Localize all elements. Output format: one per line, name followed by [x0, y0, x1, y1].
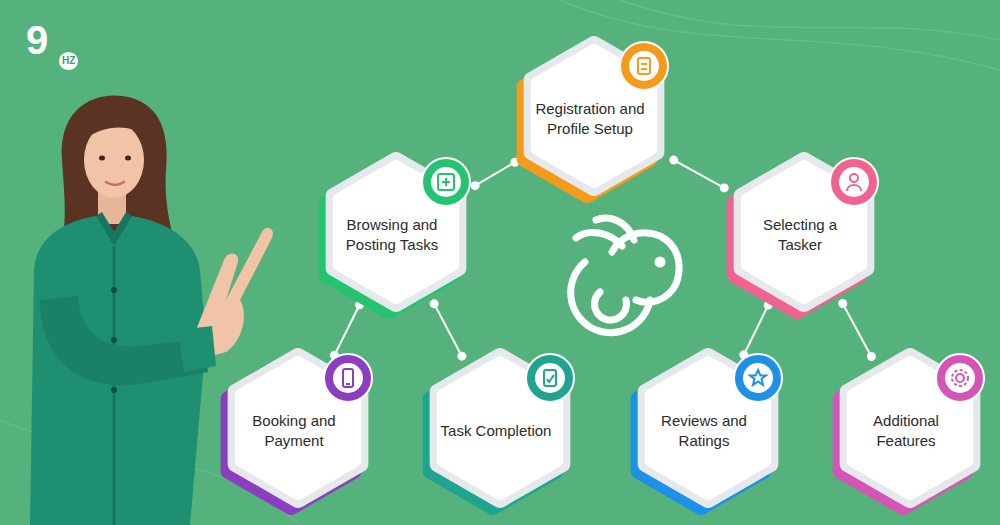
- button: [111, 387, 117, 393]
- wave-line: [620, 0, 1000, 40]
- icon-glyph: [544, 370, 556, 386]
- hexagon-step: Task Completion: [420, 338, 580, 518]
- logo-ear: [576, 232, 622, 246]
- hexagon-step: Selecting a Tasker: [724, 142, 884, 322]
- connector-group: [330, 300, 364, 359]
- step-icon: [830, 158, 878, 206]
- step-label: Reviews and Ratings: [648, 411, 760, 451]
- logo-numeral: 9: [26, 20, 48, 60]
- button: [111, 337, 117, 343]
- step-label: Registration and Profile Setup: [534, 99, 646, 139]
- eye: [125, 156, 131, 161]
- connector-dot: [867, 352, 876, 361]
- step-text-box: Selecting a Tasker: [724, 142, 884, 322]
- icon-glyph: [750, 370, 766, 385]
- hexagon-step: Browsing and Posting Tasks: [316, 142, 476, 322]
- step-icon: [620, 42, 668, 90]
- step-text-box: Task Completion: [420, 338, 580, 518]
- step-label: Additional Features: [850, 411, 962, 451]
- icon-disc: [333, 363, 363, 393]
- connector-group: [838, 299, 876, 361]
- rabbit-logo: [571, 218, 679, 333]
- icon-badge: [830, 158, 878, 206]
- button: [111, 287, 117, 293]
- connector-line: [674, 160, 724, 188]
- step-label: Booking and Payment: [238, 411, 350, 451]
- hexagon-rim: [532, 44, 657, 188]
- icon-badge: [422, 158, 470, 206]
- step-text-box: Additional Features: [830, 338, 990, 518]
- hexagon-step: Reviews and Ratings: [628, 338, 788, 518]
- icon-disc: [945, 363, 975, 393]
- icon-glyph: [343, 369, 353, 387]
- step-text-box: Booking and Payment: [218, 338, 378, 518]
- mouth: [106, 182, 124, 185]
- connector-dot: [669, 156, 678, 165]
- cuff: [178, 326, 216, 372]
- hexagon-step: Additional Features: [830, 338, 990, 518]
- collar: [96, 212, 132, 246]
- connector-group: [471, 158, 520, 190]
- connector-dot: [471, 181, 480, 190]
- connector-line: [843, 304, 872, 357]
- logo-ear: [596, 218, 634, 240]
- hexagon-step: Registration and Profile Setup: [514, 26, 674, 206]
- step-text-box: Registration and Profile Setup: [514, 26, 674, 206]
- step-icon: [936, 354, 984, 402]
- step-text-box: Reviews and Ratings: [628, 338, 788, 518]
- icon-glyph: [438, 174, 454, 190]
- connector-line: [475, 162, 515, 185]
- icon-badge: [620, 42, 668, 90]
- connector-line: [744, 305, 768, 355]
- connector-group: [739, 301, 772, 360]
- step-icon: [734, 354, 782, 402]
- icon-disc: [629, 51, 659, 81]
- hexagon-rim: [646, 356, 771, 500]
- icon-badge: [526, 354, 574, 402]
- icon-badge: [324, 354, 372, 402]
- icon-glyph: [847, 174, 861, 191]
- hexagon-step: Booking and Payment: [218, 338, 378, 518]
- step-text-box: Browsing and Posting Tasks: [316, 142, 476, 322]
- eye: [99, 156, 105, 161]
- hexagon-rim: [438, 356, 563, 500]
- connector-line: [334, 305, 359, 355]
- connector-line: [434, 304, 462, 356]
- connector-dot: [720, 183, 729, 192]
- icon-glyph: [952, 370, 968, 386]
- step-label: Task Completion: [440, 421, 552, 441]
- icon-glyph: [638, 58, 650, 74]
- icon-disc: [743, 363, 773, 393]
- icon-badge: [734, 354, 782, 402]
- step-icon: [422, 158, 470, 206]
- icon-disc: [839, 167, 869, 197]
- step-icon: [324, 354, 372, 402]
- icon-disc: [431, 167, 461, 197]
- logo-inner: [595, 292, 627, 320]
- step-label: Browsing and Posting Tasks: [336, 215, 448, 255]
- connector-dot: [430, 299, 439, 308]
- connector-group: [430, 299, 467, 360]
- step-label: Selecting a Tasker: [744, 215, 856, 255]
- step-icon: [526, 354, 574, 402]
- connector-dot: [457, 352, 466, 361]
- logo-eye: [658, 260, 662, 264]
- connector-group: [669, 156, 728, 193]
- connector-dot: [838, 299, 847, 308]
- icon-disc: [535, 363, 565, 393]
- fringe: [84, 117, 146, 140]
- icon-badge: [936, 354, 984, 402]
